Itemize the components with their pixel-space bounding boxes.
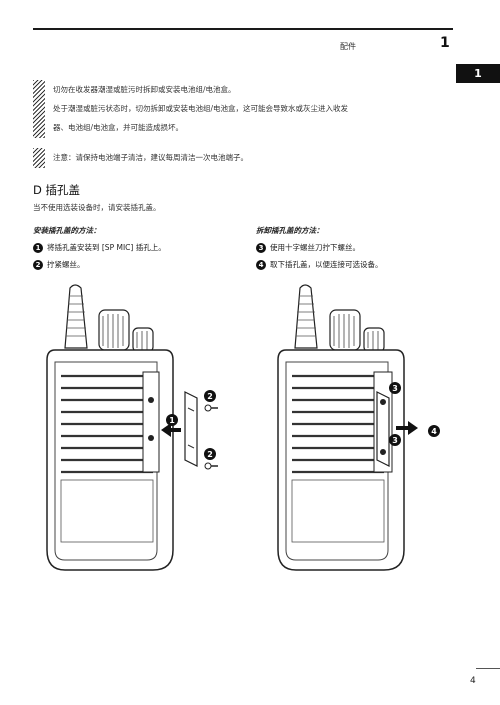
step-text: 取下插孔盖，以便连接可选设备。 xyxy=(270,260,383,269)
step-text: 使用十字螺丝刀拧下螺丝。 xyxy=(270,243,360,252)
step-text: 将插孔盖安装到 [SP MIC] 插孔上。 xyxy=(47,243,166,252)
chapter-tab[interactable]: 1 xyxy=(456,64,500,83)
note-line: 注意：请保持电池端子清洁，建议每周清洁一次电池端子。 xyxy=(53,153,248,162)
install-step: 2 拧紧螺丝。 xyxy=(33,256,243,273)
caution-block: 切勿在收发器潮湿或脏污时拆卸或安装电池组/电池盒。 处于潮湿或脏污状态时，切勿拆… xyxy=(33,80,463,138)
figure-callout: 3 xyxy=(389,382,401,394)
svg-text:3: 3 xyxy=(392,384,398,393)
section-name: 配件 xyxy=(340,42,356,51)
remove-heading: 拆卸插孔盖的方法： xyxy=(256,226,324,235)
page-number: 4 xyxy=(470,676,476,686)
step-number: 3 xyxy=(256,242,266,253)
section-title: D 插孔盖 xyxy=(33,183,81,197)
step-number: 2 xyxy=(33,259,43,270)
svg-text:4: 4 xyxy=(431,427,437,436)
note-block: 注意：请保持电池端子清洁，建议每周清洁一次电池端子。 xyxy=(33,148,463,168)
caution-line: 处于潮湿或脏污状态时，切勿拆卸或安装电池组/电池盒，这可能会导致水或灰尘进入收发 xyxy=(53,104,349,113)
antenna-icon xyxy=(294,284,318,349)
note-hatch-icon xyxy=(33,148,45,168)
header-rule xyxy=(33,28,453,30)
caution-hatch-icon xyxy=(33,80,45,138)
footer-rule xyxy=(476,668,500,669)
remove-step: 3 使用十字螺丝刀拧下螺丝。 xyxy=(256,239,466,256)
channel-knob-icon xyxy=(329,309,361,351)
svg-text:2: 2 xyxy=(207,392,213,401)
caution-line: 器、电池组/电池盒，并可能造成损坏。 xyxy=(53,123,184,132)
svg-text:1: 1 xyxy=(169,416,175,425)
step-number: 1 xyxy=(33,242,43,253)
figure-callout: 4 xyxy=(428,425,440,437)
figure-callout: 1 xyxy=(166,414,178,426)
install-column: 安装插孔盖的方法： 1 将插孔盖安装到 [SP MIC] 插孔上。 2 拧紧螺丝… xyxy=(33,225,243,273)
install-illustration: 1 2 2 xyxy=(46,284,218,571)
screw-icon xyxy=(204,404,218,470)
step-number: 4 xyxy=(256,259,266,270)
antenna-icon xyxy=(64,284,88,349)
section-intro: 当不使用选装设备时，请安装插孔盖。 xyxy=(33,203,161,212)
volume-knob-icon xyxy=(132,327,154,353)
volume-knob-icon xyxy=(363,327,385,353)
step-text: 拧紧螺丝。 xyxy=(47,260,85,269)
jack-cover-icon xyxy=(184,391,198,467)
install-heading: 安装插孔盖的方法： xyxy=(33,226,101,235)
arrow-icon xyxy=(161,423,181,437)
figure-callout: 2 xyxy=(204,448,216,460)
svg-text:2: 2 xyxy=(207,450,213,459)
figure-callout: 3 xyxy=(389,434,401,446)
remove-column: 拆卸插孔盖的方法： 3 使用十字螺丝刀拧下螺丝。 4 取下插孔盖，以便连接可选设… xyxy=(256,225,466,273)
radio-body-icon xyxy=(46,349,174,571)
chapter-number: 1 xyxy=(440,35,450,51)
radio-body-icon xyxy=(277,349,405,571)
svg-text:3: 3 xyxy=(392,436,398,445)
channel-knob-icon xyxy=(98,309,130,351)
install-step: 1 将插孔盖安装到 [SP MIC] 插孔上。 xyxy=(33,239,243,256)
caution-line: 切勿在收发器潮湿或脏污时拆卸或安装电池组/电池盒。 xyxy=(53,85,236,94)
remove-step: 4 取下插孔盖，以便连接可选设备。 xyxy=(256,256,466,273)
arrow-icon xyxy=(396,421,418,435)
figure-callout: 2 xyxy=(204,390,216,402)
remove-illustration: 3 3 4 xyxy=(277,284,440,571)
